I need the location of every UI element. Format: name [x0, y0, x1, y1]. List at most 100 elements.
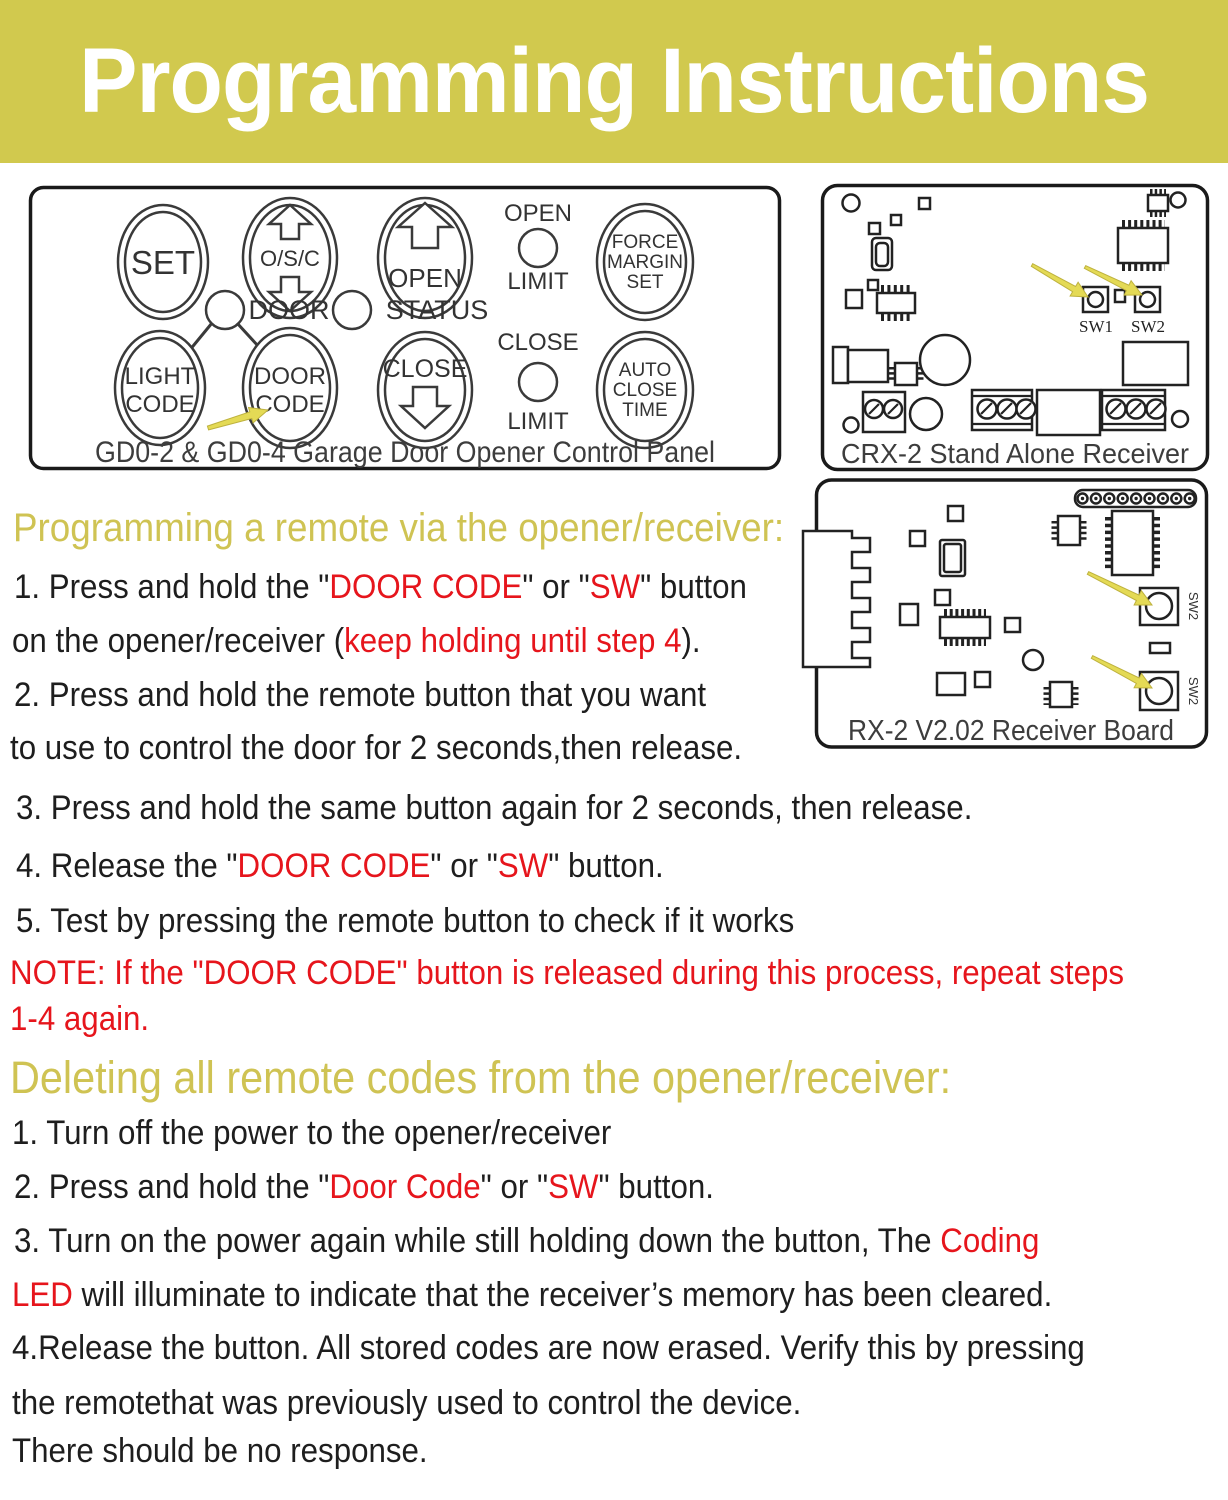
- section-heading-programming: Programming a remote via the opener/rece…: [13, 506, 785, 550]
- crx2-receiver-diagram: SW1 SW2: [820, 183, 1210, 472]
- smd-component: [1113, 288, 1127, 304]
- terminal-block-middle: [970, 388, 1037, 432]
- status-led-label: STATUS: [386, 295, 489, 325]
- ic-chip-large: [1105, 509, 1160, 577]
- crx2-svg: SW1 SW2: [820, 183, 1210, 472]
- text-segment: 4. Release the ": [16, 847, 238, 885]
- smd-components: [898, 504, 1172, 697]
- text-segment: " button.: [598, 1168, 714, 1206]
- rx2-caption: RX-2 V2.02 Receiver Board: [848, 715, 1174, 747]
- capacitor-component: [908, 396, 944, 432]
- highlighted-text: DOOR CODE: [237, 847, 431, 885]
- fms-line3: SET: [627, 272, 664, 293]
- highlighted-text: 1-4 again.: [10, 1000, 150, 1038]
- close-limit-word-limit: LIMIT: [507, 408, 569, 435]
- text-segment: " or ": [430, 847, 498, 885]
- down-arrow-icon: [265, 275, 315, 313]
- force-margin-set-button: FORCE MARGIN SET: [595, 202, 695, 322]
- instruction-line: 4.Release the button. All stored codes a…: [12, 1329, 1085, 1368]
- osc-button-label: O/S/C: [260, 246, 320, 271]
- osc-button: O/S/C: [241, 196, 339, 320]
- sw2-bottom-pointer-arrow-icon: [1090, 655, 1153, 689]
- instruction-line: LED will illuminate to indicate that the…: [12, 1276, 1052, 1315]
- ic-chip-center: [938, 609, 992, 646]
- close-limit-led: [517, 361, 559, 403]
- edge-connector: [801, 529, 872, 669]
- instruction-line: to use to control the door for 2 seconds…: [10, 729, 742, 768]
- transformer-component: [831, 345, 890, 385]
- light-code-line1: LIGHT: [125, 363, 196, 390]
- door-led-label: DOOR: [249, 295, 330, 325]
- light-code-line2: CODE: [125, 391, 194, 418]
- rx2-svg: SW2 SW2 RX-2 V2.02 Receiver Board: [801, 478, 1209, 749]
- terminal-block-left: [861, 390, 907, 434]
- door-led: DOOR: [187, 289, 330, 352]
- mounting-hole: [841, 193, 861, 213]
- ic-chip-top-right-small: [1146, 189, 1187, 217]
- up-arrow-icon: [265, 203, 315, 241]
- sw2-pointer-arrow-icon: [1083, 265, 1144, 296]
- panel-border: [28, 185, 782, 471]
- set-button: SET: [116, 203, 210, 321]
- terminal-block-right: [1100, 388, 1167, 432]
- relay-component: [1035, 388, 1102, 437]
- text-segment: 5. Test by pressing the remote button to…: [16, 902, 795, 940]
- instruction-line: 5. Test by pressing the remote button to…: [16, 902, 794, 941]
- set-button-label: SET: [131, 244, 195, 281]
- text-segment: ).: [681, 622, 701, 660]
- instruction-line: 1. Turn off the power to the opener/rece…: [12, 1114, 611, 1153]
- smd-components: [841, 193, 932, 310]
- close-limit-indicator: CLOSE LIMIT: [497, 329, 578, 435]
- text-segment: 3. Turn on the power again while still h…: [14, 1222, 941, 1260]
- instruction-line: 3. Press and hold the same button again …: [16, 789, 972, 828]
- highlighted-text: SW: [497, 847, 549, 885]
- text-segment: " button.: [548, 847, 664, 885]
- instruction-note-line: NOTE: If the "DOOR CODE" button is relea…: [10, 954, 1124, 993]
- close-limit-word-close: CLOSE: [497, 329, 578, 356]
- instruction-line: 2. Press and hold the "Door Code" or "SW…: [14, 1168, 714, 1207]
- mounting-hole: [1170, 409, 1190, 429]
- open-limit-word-limit: LIMIT: [507, 268, 569, 295]
- sw1-label: SW1: [1079, 317, 1113, 336]
- open-limit-word-open: OPEN: [504, 200, 572, 227]
- sw2-top-label: SW2: [1186, 592, 1201, 620]
- open-limit-led: [517, 227, 559, 269]
- instruction-line: There should be no response.: [12, 1432, 428, 1471]
- text-segment: 3. Press and hold the same button again …: [16, 789, 973, 827]
- door-code-button: DOOR CODE: [241, 326, 339, 450]
- sw2-bottom-button: SW2: [1138, 670, 1201, 712]
- text-segment: 4.Release the button. All stored codes a…: [12, 1329, 1085, 1367]
- highlighted-text: SW: [589, 568, 641, 606]
- ic-chip-top-right: [1116, 220, 1170, 271]
- door-code-line1: DOOR: [254, 363, 326, 390]
- up-arrow-icon: [394, 201, 456, 250]
- act-line1: AUTO: [619, 360, 671, 381]
- sw2-label: SW2: [1131, 317, 1165, 336]
- ic-chip-top-small: [1051, 514, 1087, 547]
- mounting-hole: [1169, 191, 1187, 209]
- instruction-line: 4. Release the "DOOR CODE" or "SW" butto…: [16, 847, 664, 886]
- highlighted-text: Coding: [940, 1222, 1040, 1260]
- light-code-button: LIGHT CODE: [113, 329, 207, 447]
- text-segment: to use to control the door for 2 seconds…: [10, 729, 743, 767]
- close-button-label: CLOSE: [383, 355, 468, 383]
- fms-line2: MARGIN: [607, 252, 683, 273]
- sw1-button: SW1: [1079, 285, 1113, 336]
- door-code-pointer-arrow-icon: [206, 406, 270, 431]
- act-line2: CLOSE: [613, 380, 677, 401]
- rx2-receiver-diagram: SW2 SW2 RX-2 V2.02 Receiver Board: [800, 478, 1210, 750]
- control-panel-svg: SET O/S/C OPEN OPEN LIMIT: [28, 185, 782, 471]
- instruction-line: the remotethat was previously used to co…: [12, 1384, 801, 1423]
- fms-line1: FORCE: [612, 232, 679, 253]
- banner: Programming Instructions: [0, 0, 1228, 163]
- text-segment: There should be no response.: [12, 1432, 428, 1470]
- highlighted-text: NOTE: If the "DOOR CODE" button is relea…: [10, 954, 1125, 992]
- open-button-label: OPEN: [388, 263, 462, 293]
- crx2-caption: CRX-2 Stand Alone Receiver: [841, 438, 1189, 469]
- text-segment: will illuminate to indicate that the rec…: [72, 1276, 1053, 1314]
- sw2-button: SW2: [1131, 285, 1165, 336]
- highlighted-text: SW: [548, 1168, 599, 1206]
- sw2-top-pointer-arrow-icon: [1086, 571, 1153, 606]
- section-heading-deleting: Deleting all remote codes from the opene…: [10, 1052, 952, 1103]
